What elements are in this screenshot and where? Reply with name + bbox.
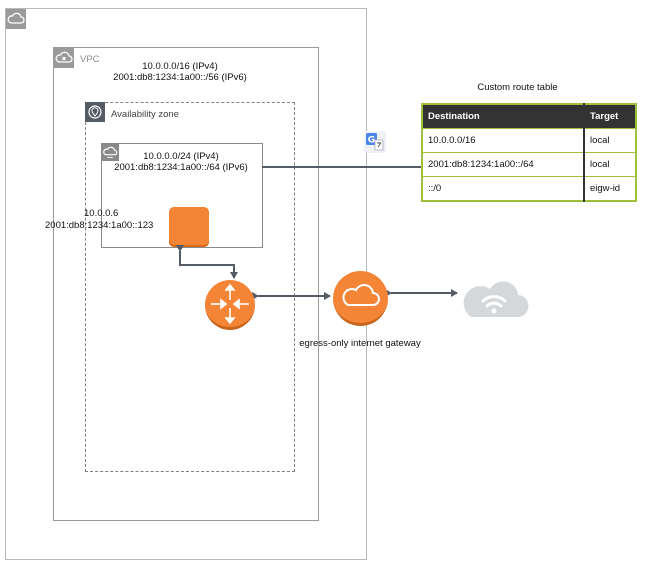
- route-target: local: [583, 152, 636, 177]
- route-table-header-destination: Destination: [422, 104, 584, 129]
- subnet-cidr-ipv4: 10.0.0.0/24 (IPv4): [143, 151, 219, 162]
- route-target: eigw-id: [583, 176, 636, 201]
- svg-text:G: G: [368, 136, 375, 146]
- cloud-icon: [6, 9, 26, 29]
- table-row: 2001:db8:1234:1a00::/64 local: [422, 152, 636, 177]
- availability-zone-label: Availability zone: [111, 109, 179, 120]
- route-table-header-row: Destination Target: [422, 104, 636, 129]
- route-destination: 2001:db8:1234:1a00::/64: [422, 152, 584, 177]
- route-table: Destination Target 10.0.0.0/16 local 200…: [421, 103, 637, 202]
- instance-ipv6: 2001:db8:1234:1a00::123: [45, 220, 154, 231]
- vpc-cloud-lock-icon: [54, 48, 74, 68]
- translate-icon[interactable]: G: [364, 131, 386, 153]
- subnet-icon: [101, 143, 119, 161]
- route-table-title: Custom route table: [477, 82, 558, 93]
- ec2-instance-icon[interactable]: [169, 207, 209, 247]
- location-pin-icon: [85, 102, 105, 122]
- internet-cloud-wifi-icon: [463, 281, 529, 318]
- instance-to-router-link: [176, 245, 238, 279]
- egress-only-internet-gateway-icon[interactable]: [333, 271, 388, 326]
- vpc-container: [53, 47, 319, 521]
- route-target: local: [583, 128, 636, 153]
- vpc-cidr-ipv6: 2001:db8:1234:1a00::/56 (IPv6): [113, 72, 247, 83]
- route-destination: ::/0: [422, 176, 584, 201]
- table-row: 10.0.0.0/16 local: [422, 128, 636, 153]
- egress-gateway-label: egress-only internet gateway: [299, 338, 421, 349]
- router-icon[interactable]: [205, 280, 255, 330]
- instance-ipv4: 10.0.0.6: [84, 208, 119, 219]
- route-destination: 10.0.0.0/16: [422, 128, 584, 153]
- subnet-cidr-ipv6: 2001:db8:1234:1a00::/64 (IPv6): [114, 162, 248, 173]
- vpc-cidr-ipv4: 10.0.0.0/16 (IPv4): [142, 61, 218, 72]
- availability-zone-container: [85, 102, 295, 472]
- table-row: ::/0 eigw-id: [422, 176, 636, 201]
- vpc-label: VPC: [80, 54, 100, 65]
- route-table-header-target: Target: [583, 104, 636, 129]
